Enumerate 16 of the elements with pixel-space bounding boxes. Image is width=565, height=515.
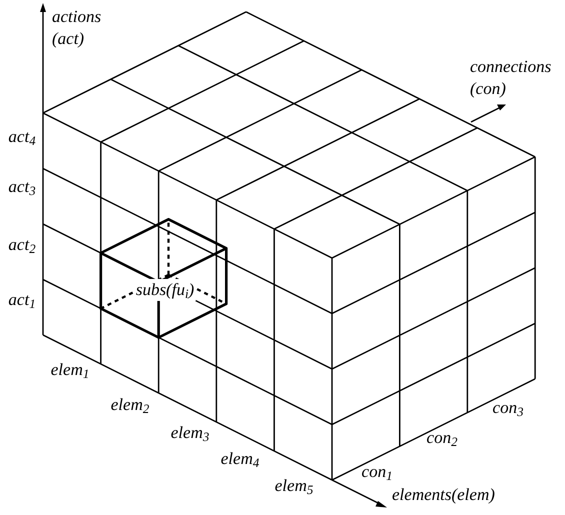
- axis-label: connections (con): [470, 56, 552, 100]
- axis-label: con$_{1}$: [362, 460, 392, 484]
- axis-label: actions (act): [52, 6, 102, 50]
- axis-label: act$_{2}$: [8, 234, 36, 256]
- axis-label: act$_{4}$: [8, 126, 36, 148]
- axis-label: con$_{3}$: [492, 396, 524, 420]
- axis-label: elem$_{5}$: [274, 474, 314, 498]
- axis-label: act$_{3}$: [8, 176, 36, 198]
- axis-label: elem$_{2}$: [110, 394, 150, 416]
- axis-label: con$_{2}$: [426, 426, 458, 450]
- axis-label: elem$_{4}$: [220, 448, 260, 470]
- axis-label: elem$_{3}$: [170, 422, 210, 444]
- axis-label: act$_{1}$: [8, 288, 36, 312]
- axis-label: elem$_{1}$: [50, 358, 90, 382]
- axis-label: elements(elem): [392, 484, 495, 506]
- axis-label: subs(fu$_{i}$): [134, 278, 196, 302]
